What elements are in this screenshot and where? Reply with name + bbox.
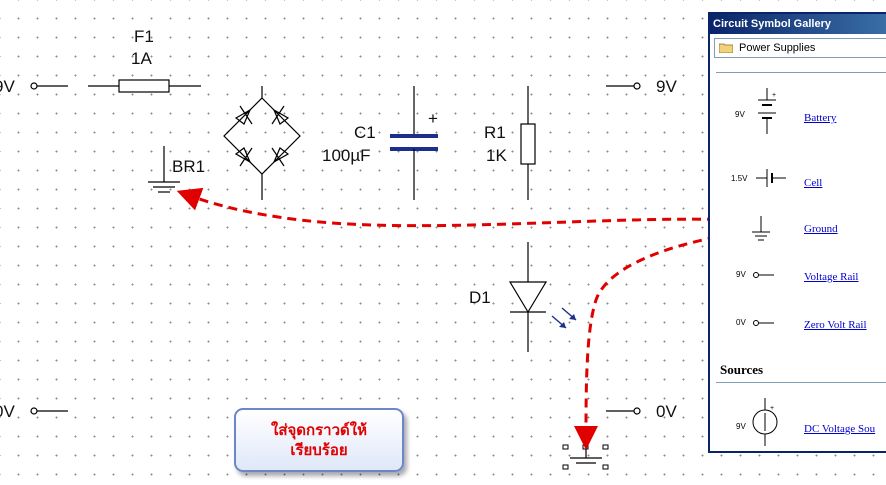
rail-label: 9V (656, 77, 677, 96)
res-value: 1K (486, 146, 507, 165)
gallery-title-bar[interactable]: Circuit Symbol Gallery (710, 14, 886, 34)
fuse-value: 1A (131, 49, 152, 68)
rail-0v-left[interactable]: 0V (0, 402, 68, 421)
section-heading-sources: Sources (720, 362, 764, 377)
svg-text:+: + (770, 405, 774, 412)
divider (716, 72, 886, 73)
item-name[interactable]: Zero Volt Rail (804, 319, 867, 331)
fuse-ref: F1 (134, 27, 154, 46)
battery-icon: + (758, 88, 776, 134)
ground-icon (752, 216, 770, 241)
fuse-f1[interactable]: F1 1A (88, 27, 201, 93)
cell-icon (756, 169, 786, 187)
rail-9v-right[interactable]: 9V (606, 77, 677, 96)
item-name[interactable]: Battery (804, 112, 837, 124)
drag-arrow-to-bridge (176, 187, 747, 228)
gallery-item-battery[interactable]: 9V + Battery (710, 88, 886, 134)
bridge-ref: BR1 (172, 157, 205, 176)
ground-symbol-placed[interactable] (148, 146, 180, 193)
ground-symbol-dragging[interactable] (562, 444, 609, 470)
item-voltage: 0V (736, 318, 746, 327)
item-voltage: 9V (736, 270, 746, 279)
led-d1[interactable]: D1 (469, 242, 577, 352)
callout-line-2: เรียบร้อย (290, 441, 348, 459)
instruction-callout: ใส่จุดกราวด์ให้ เรียบร้อย (234, 408, 404, 472)
gallery-item-zero-volt-rail[interactable]: 0V Zero Volt Rail (710, 310, 886, 340)
rail-9v-left[interactable]: 9V (0, 77, 68, 96)
item-name[interactable]: Cell (804, 177, 823, 189)
divider (716, 382, 886, 383)
dc-voltage-source-icon: + (752, 398, 778, 446)
capacitor-c1[interactable]: C1 100µF + (322, 86, 438, 200)
gallery-item-cell[interactable]: 1.5V Cell (710, 168, 886, 198)
res-ref: R1 (484, 123, 506, 142)
callout-line-1: ใส่จุดกราวด์ให้ (271, 421, 367, 439)
gallery-item-voltage-rail[interactable]: 9V Voltage Rail (710, 262, 886, 292)
resistor-r1[interactable]: R1 1K (484, 86, 536, 200)
zero-volt-rail-icon (753, 320, 774, 326)
folder-icon (719, 43, 733, 53)
bridge-rectifier-br1[interactable]: BR1 (172, 86, 301, 200)
category-select[interactable]: Power Supplies (714, 38, 886, 58)
item-name[interactable]: Ground (804, 223, 838, 235)
gallery-item-dc-voltage-source[interactable]: 9V + DC Voltage Sou (710, 398, 886, 446)
item-voltage: 1.5V (731, 174, 748, 183)
cap-plus: + (428, 109, 438, 128)
voltage-rail-icon (753, 272, 774, 278)
item-name[interactable]: Voltage Rail (804, 271, 859, 283)
item-name[interactable]: DC Voltage Sou (804, 423, 876, 435)
category-value: Power Supplies (739, 42, 816, 54)
gallery-item-ground[interactable]: Ground (710, 214, 886, 244)
cap-ref: C1 (354, 123, 376, 142)
rail-0v-right[interactable]: 0V (606, 402, 677, 421)
svg-text:+: + (772, 92, 776, 99)
rail-label: 0V (656, 402, 677, 421)
rail-label: 9V (0, 77, 15, 96)
item-voltage: 9V (736, 422, 746, 431)
item-voltage: 9V (735, 110, 745, 119)
rail-label: 0V (0, 402, 15, 421)
circuit-symbol-gallery-panel[interactable]: Circuit Symbol Gallery Power Supplies 9V… (708, 12, 886, 453)
diode-ref: D1 (469, 288, 491, 307)
drag-arrow-to-bottom (574, 230, 747, 450)
cap-value: 100µF (322, 146, 371, 165)
